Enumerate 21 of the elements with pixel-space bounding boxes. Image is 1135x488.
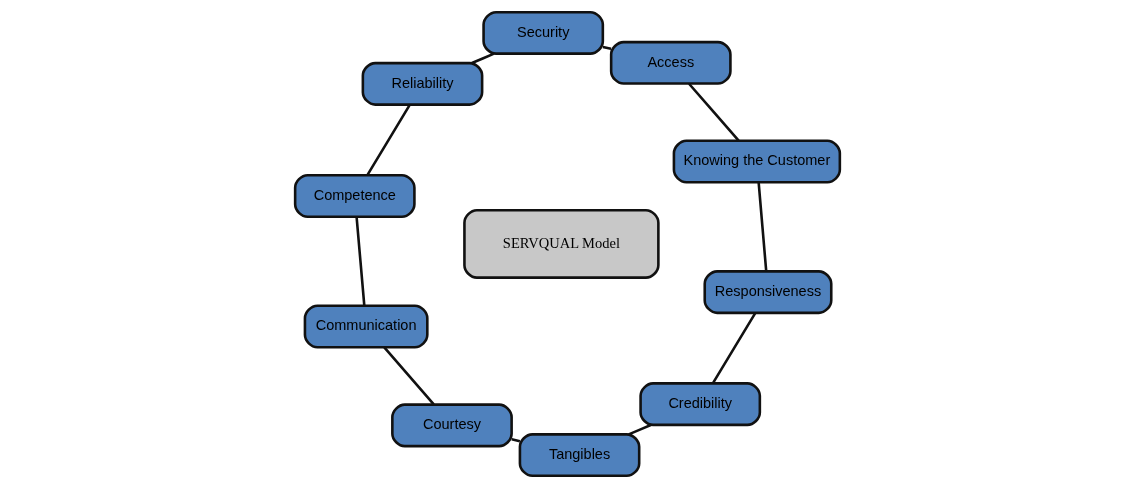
connector <box>366 104 411 176</box>
node-box: Credibility <box>639 382 762 427</box>
node-box: Tangibles <box>518 433 641 478</box>
connector <box>757 182 768 272</box>
connector <box>688 82 740 142</box>
node-box: Communication <box>303 304 429 349</box>
node-box: Access <box>609 40 732 85</box>
node-box: Reliability <box>361 61 484 106</box>
node-box: Courtesy <box>391 403 513 448</box>
connector <box>628 423 652 436</box>
node-box: SERVQUAL Model <box>463 208 660 279</box>
node-box: Responsiveness <box>703 270 833 315</box>
node-box: Competence <box>293 173 416 219</box>
node-box: Security <box>482 10 605 55</box>
connector <box>711 312 757 384</box>
connector <box>383 346 435 406</box>
connector <box>602 45 612 51</box>
connector <box>471 52 495 65</box>
connector <box>511 438 521 443</box>
node-box: Knowing the Customer <box>672 139 842 184</box>
connector <box>355 216 366 306</box>
